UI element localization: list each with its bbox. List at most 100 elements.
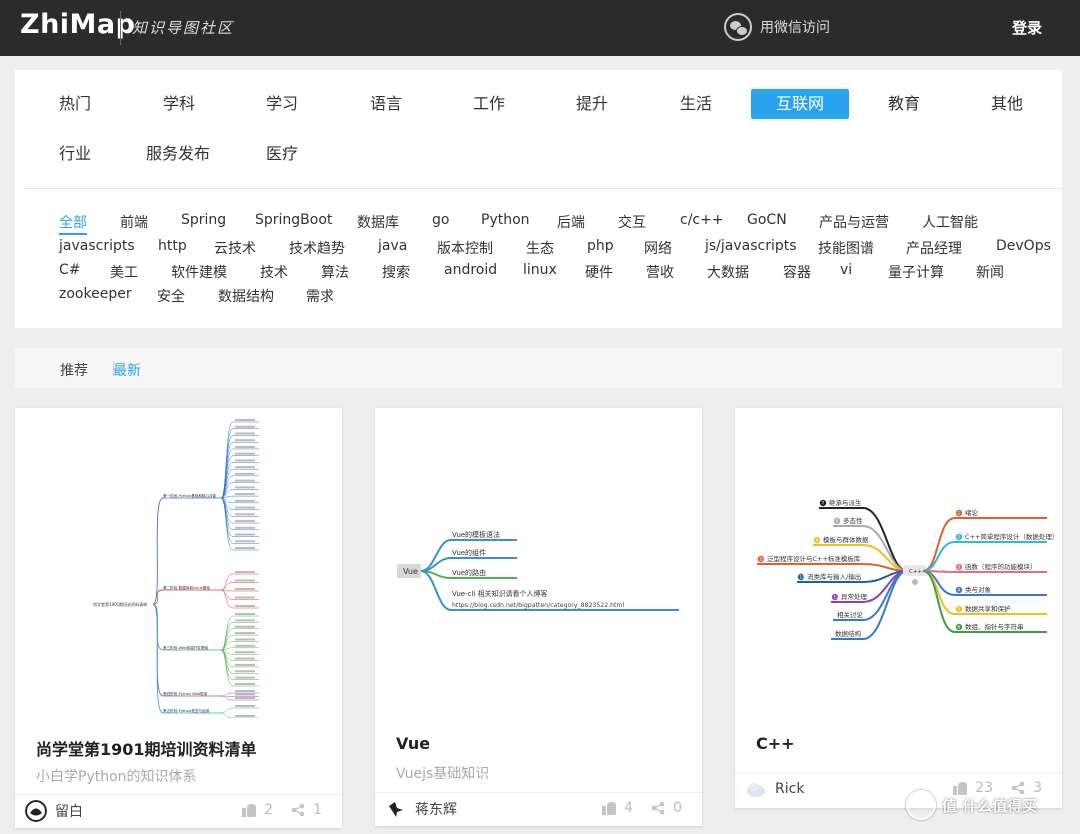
sub-category-item[interactable]: c/c++	[680, 212, 724, 228]
tab-recommend[interactable]: 推荐	[60, 363, 88, 379]
mindmap-number-text: 10	[759, 557, 765, 563]
sub-category-item[interactable]: 后端	[557, 215, 585, 231]
sub-category-item[interactable]: GoCN	[747, 212, 787, 228]
share-icon[interactable]	[1011, 781, 1025, 795]
sub-category-item[interactable]: SpringBoot	[255, 212, 333, 228]
sub-category-item[interactable]: js/javascripts	[705, 238, 797, 254]
site-logo[interactable]: ZhiMap	[20, 9, 136, 40]
sub-category-item[interactable]: 产品与运营	[819, 215, 889, 231]
main-category-item[interactable]: 工作	[473, 94, 506, 113]
sub-category-item[interactable]: 软件建模	[171, 265, 227, 281]
sub-category-item[interactable]: vi	[840, 262, 853, 278]
wechat-access-button[interactable]: 用微信访问	[724, 12, 830, 42]
card-title[interactable]: C++	[756, 734, 795, 753]
mindmap-leaf-text	[235, 697, 255, 699]
sub-category-item[interactable]: 人工智能	[922, 215, 978, 231]
sub-category-item[interactable]: 数据库	[357, 215, 399, 231]
sub-category-item[interactable]: Spring	[181, 212, 227, 228]
sub-category-item[interactable]: go	[432, 212, 450, 228]
card-title[interactable]: Vue	[396, 734, 431, 753]
mindmap-leaf-line	[220, 589, 259, 609]
sub-category-item[interactable]: 交互	[618, 215, 646, 231]
sub-category-item[interactable]: 产品经理	[906, 241, 962, 257]
sub-category-item[interactable]: 网络	[644, 241, 672, 257]
main-category-item[interactable]: 学习	[266, 94, 299, 113]
card-title[interactable]: 尚学堂第1901期培训资料清单	[36, 740, 257, 759]
mindmap-card[interactable]: 尚学堂第1901期培训资料清单第一阶段-Python基础和核心技能第二阶段-数据…	[15, 408, 342, 828]
login-button[interactable]: 登录	[1012, 19, 1043, 37]
mindmap-leaf-line	[220, 649, 259, 687]
sub-category-item[interactable]: 云技术	[214, 241, 256, 257]
sub-category-item[interactable]: android	[444, 262, 498, 278]
mindmap-number-text: 11	[799, 575, 805, 581]
main-category-item[interactable]: 医疗	[266, 144, 299, 163]
mindmap-leaf-text	[235, 425, 255, 428]
sub-category-item[interactable]: DevOps	[996, 238, 1051, 254]
feed-tab-bar: 推荐 最新	[15, 348, 1062, 388]
sub-category-item[interactable]: 版本控制	[437, 241, 493, 257]
sub-category-item[interactable]: linux	[523, 262, 557, 278]
main-category-item[interactable]: 提升	[576, 94, 609, 113]
main-category-item[interactable]: 互联网	[751, 89, 849, 119]
sub-category-item[interactable]: java	[378, 238, 408, 254]
main-category-item[interactable]: 热门	[59, 94, 92, 113]
mindmap-number-text: 6	[957, 625, 960, 631]
main-category-item[interactable]: 学科	[163, 94, 196, 113]
mindmap-leaf-line	[220, 495, 259, 499]
like-icon[interactable]	[242, 803, 257, 817]
mindmap-branch-label: 第四阶段-Python Web框架	[163, 691, 208, 696]
card-author[interactable]: Rick	[745, 778, 804, 800]
sub-category-item[interactable]: Python	[481, 212, 530, 228]
sub-category-item[interactable]: 全部	[59, 212, 87, 235]
sub-category-item[interactable]: 硬件	[585, 265, 613, 281]
mindmap-branch-label: Vue-cli 相关知识请看个人博客	[452, 589, 548, 598]
sub-category-item[interactable]: 容器	[783, 265, 811, 281]
card-author[interactable]: 留白	[25, 800, 83, 822]
sub-category-item[interactable]: 算法	[321, 265, 349, 281]
like-icon[interactable]	[953, 781, 968, 795]
main-category-item[interactable]: 行业	[59, 144, 92, 163]
sub-category-item[interactable]: 技能图谱	[818, 241, 874, 257]
sub-category-item[interactable]: 技术趋势	[289, 241, 345, 257]
card-author[interactable]: 蒋东辉	[385, 798, 457, 820]
sub-category-item[interactable]: http	[158, 238, 187, 254]
sub-category-item[interactable]: zookeeper	[59, 286, 132, 302]
tab-latest[interactable]: 最新	[113, 363, 141, 379]
sub-category-item[interactable]: php	[587, 238, 614, 254]
mindmap-branch-line	[152, 497, 164, 605]
mindmap-branch-label: 第一阶段-Python基础和核心技能	[163, 493, 217, 498]
main-category-item[interactable]: 教育	[888, 94, 921, 113]
mindmap-thumbnail[interactable]: 尚学堂第1901期培训资料清单第一阶段-Python基础和核心技能第二阶段-数据…	[15, 408, 342, 718]
main-category-item[interactable]: 语言	[370, 94, 403, 113]
main-category-item[interactable]: 服务发布	[146, 144, 211, 163]
sub-category-item[interactable]: 需求	[306, 289, 334, 305]
sub-category-item[interactable]: C#	[59, 262, 81, 278]
mindmap-note-url: https://blog.csdn.net/bigpatten/category…	[452, 602, 624, 609]
sub-category-item[interactable]: javascripts	[59, 238, 135, 254]
sub-category-item[interactable]: 安全	[157, 289, 185, 305]
main-category-item[interactable]: 生活	[680, 94, 713, 113]
card-footer-divider	[735, 772, 1062, 773]
sub-category-item[interactable]: 大数据	[707, 265, 749, 281]
sub-category-item[interactable]: 量子计算	[888, 265, 944, 281]
card-stats: 4 0	[602, 800, 682, 816]
sub-category-item[interactable]: 新闻	[976, 265, 1004, 281]
sub-category-item[interactable]: 搜索	[382, 265, 410, 281]
sub-category-item[interactable]: 前端	[120, 215, 148, 231]
mindmap-leaf-text	[235, 506, 255, 509]
like-icon[interactable]	[602, 801, 617, 815]
mindmap-branch-line	[922, 570, 1047, 573]
mindmap-leaf-text	[235, 547, 255, 549]
sub-category-item[interactable]: 技术	[260, 265, 288, 281]
sub-category-item[interactable]: 数据结构	[218, 289, 274, 305]
main-category-item[interactable]: 其他	[991, 94, 1024, 113]
share-icon[interactable]	[651, 801, 665, 815]
share-icon[interactable]	[291, 803, 305, 817]
sub-category-item[interactable]: 营收	[646, 265, 674, 281]
sub-category-item[interactable]: 美工	[110, 265, 138, 281]
sub-category-item[interactable]: 生态	[526, 241, 554, 257]
